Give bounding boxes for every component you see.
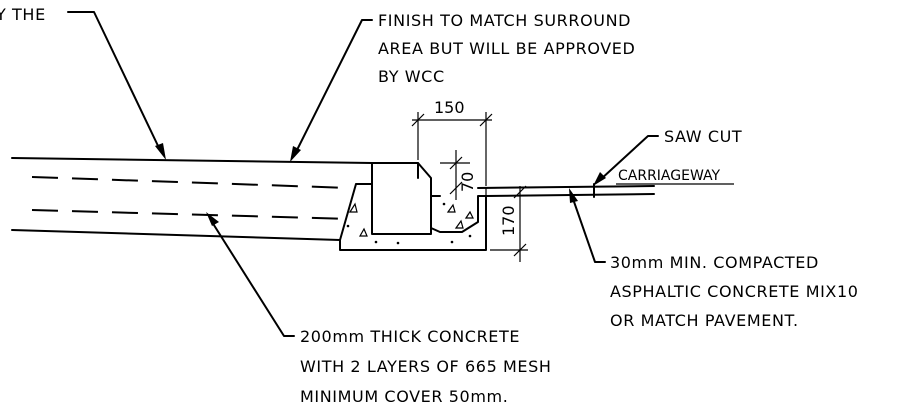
kerb-block [371,162,432,235]
annotation-carriageway: CARRIAGEWAY [618,168,721,184]
kerb-foundation [339,183,487,251]
leader-saw-cut [599,135,659,181]
asphalt-line-3: OR MATCH PAVEMENT. [610,311,799,330]
dimension-150-label: 150 [434,98,465,117]
leader-y-the [67,11,161,151]
aggregate-marks [346,202,474,245]
dimension-channel-depth: 170 [490,185,528,262]
finish-line-1: FINISH TO MATCH SURROUND [378,11,631,30]
leader-finish [295,19,373,153]
dimension-kerb-upstand: 70 [440,150,477,200]
annotation-asphalt: 30mm MIN. COMPACTED ASPHALTIC CONCRETE M… [610,253,859,330]
finish-line-3: BY WCC [378,67,445,86]
annotation-concrete: 200mm THICK CONCRETE WITH 2 LAYERS OF 66… [300,327,552,406]
annotation-saw-cut: SAW CUT [664,127,742,146]
slab-top-line [11,157,373,164]
mesh-layer-upper [31,176,351,189]
leader-asphalt [571,195,606,263]
concrete-line-2: WITH 2 LAYERS OF 665 MESH [300,357,552,376]
annotation-y-the: Y THE [0,5,46,24]
slab-bottom-line [11,229,341,241]
annotation-finish: FINISH TO MATCH SURROUND AREA BUT WILL B… [378,11,635,86]
kerb-outline [371,162,432,235]
dimension-70-label: 70 [458,172,477,192]
dimension-170-label: 170 [499,205,518,236]
dimension-kerb-width: 150 [411,98,493,186]
asphalt-line-2: ASPHALTIC CONCRETE MIX10 [610,282,859,301]
leader-concrete [211,221,295,337]
concrete-line-3: MINIMUM COVER 50mm. [300,387,508,406]
foundation-outline [339,183,487,251]
concrete-line-1: 200mm THICK CONCRETE [300,327,520,346]
asphalt-line-1: 30mm MIN. COMPACTED [610,253,819,272]
carriageway-pavement [477,183,655,198]
mesh-layer-lower [31,209,351,220]
leader-lines [67,11,659,337]
finish-line-2: AREA BUT WILL BE APPROVED [378,39,635,58]
concrete-slab [11,157,373,241]
